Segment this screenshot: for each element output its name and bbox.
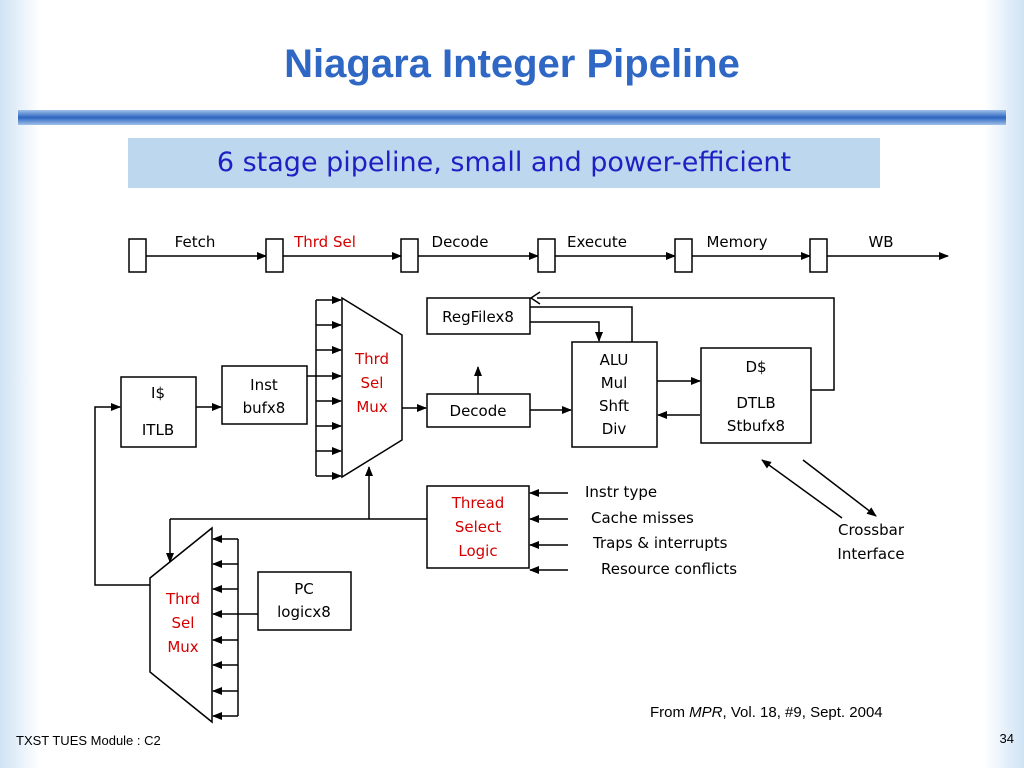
thread-select-label-select: Select bbox=[455, 518, 501, 536]
pipeline-register bbox=[809, 238, 828, 273]
shft-label: Shft bbox=[599, 397, 629, 415]
source-publication: MPR bbox=[689, 704, 723, 721]
dtlb-label: DTLB bbox=[736, 394, 775, 412]
input-instr-type: Instr type bbox=[585, 483, 657, 501]
bottom-thrd-sel-mux bbox=[149, 526, 213, 724]
pipeline-register bbox=[265, 238, 284, 273]
alu-to-regfile-line bbox=[530, 306, 633, 342]
dcache-block bbox=[700, 347, 812, 444]
mul-label: Mul bbox=[601, 374, 628, 392]
thread-select-label-logic: Logic bbox=[458, 542, 497, 560]
interface-label: Interface bbox=[837, 545, 904, 563]
pipeline-registers bbox=[128, 238, 828, 273]
page-number: 34 bbox=[999, 731, 1014, 746]
stage-thrd-sel: Thrd Sel bbox=[293, 233, 356, 251]
logicx8-label: logicx8 bbox=[277, 603, 331, 621]
inst-label: Inst bbox=[250, 376, 278, 394]
stage-wb: WB bbox=[868, 233, 893, 251]
top-mux-label-mux: Mux bbox=[356, 398, 387, 416]
writeback-arrowhead bbox=[529, 291, 541, 305]
input-cache-misses: Cache misses bbox=[591, 509, 694, 527]
slide-title: Niagara Integer Pipeline bbox=[284, 42, 740, 86]
dcache-label: D$ bbox=[745, 358, 766, 376]
pipeline-register bbox=[674, 238, 693, 273]
input-traps-interrupts: Traps & interrupts bbox=[592, 534, 728, 552]
slide-subtitle: 6 stage pipeline, small and power-effici… bbox=[128, 138, 880, 188]
stage-decode: Decode bbox=[432, 233, 489, 251]
stage-fetch: Fetch bbox=[175, 233, 216, 251]
pc-logic-block bbox=[257, 571, 352, 631]
regfile-block bbox=[426, 297, 531, 335]
alu-block bbox=[571, 341, 658, 448]
footer-module: TXST TUES Module : C2 bbox=[16, 733, 161, 748]
input-resource-conflicts: Resource conflicts bbox=[601, 560, 737, 578]
top-mux-label-sel: Sel bbox=[361, 374, 384, 392]
pipeline-register bbox=[400, 238, 419, 273]
stage-execute: Execute bbox=[567, 233, 627, 251]
crossbar-label: Crossbar bbox=[838, 521, 905, 539]
crossbar-to-dcache-arrow bbox=[761, 459, 843, 519]
itlb-label: ITLB bbox=[142, 421, 174, 439]
thread-select-label-thread: Thread bbox=[451, 494, 504, 512]
icache-block bbox=[120, 376, 197, 448]
pipeline-register bbox=[128, 238, 147, 273]
inst-buffer-block bbox=[221, 365, 308, 425]
pipeline-register bbox=[537, 238, 556, 273]
source-details: , Vol. 18, #9, Sept. 2004 bbox=[722, 704, 883, 721]
writeback-line bbox=[537, 297, 835, 391]
dcache-to-crossbar-arrow bbox=[802, 459, 877, 517]
source-prefix: From bbox=[650, 704, 690, 721]
bottom-mux-label-mux: Mux bbox=[167, 638, 198, 656]
decode-label: Decode bbox=[450, 402, 507, 420]
regfile-to-alu-arrow bbox=[530, 321, 603, 342]
bufx8-label: bufx8 bbox=[243, 399, 286, 417]
stbufx8-label: Stbufx8 bbox=[727, 417, 785, 435]
bottom-mux-to-icache-arrow bbox=[94, 403, 150, 586]
pc-label: PC bbox=[294, 580, 314, 598]
source-citation: From MPR, Vol. 18, #9, Sept. 2004 bbox=[650, 704, 883, 721]
top-thrd-sel-mux bbox=[341, 296, 403, 479]
title-rule bbox=[18, 110, 1006, 125]
top-mux-label-thrd: Thrd bbox=[354, 350, 389, 368]
regfile-label: RegFilex8 bbox=[442, 308, 514, 326]
icache-label: I$ bbox=[151, 384, 165, 402]
bottom-mux-label-thrd: Thrd bbox=[165, 590, 200, 608]
thread-select-logic-block bbox=[426, 485, 530, 569]
div-label: Div bbox=[602, 420, 627, 438]
alu-label: ALU bbox=[600, 351, 629, 369]
bottom-mux-label-sel: Sel bbox=[172, 614, 195, 632]
stage-memory: Memory bbox=[706, 233, 767, 251]
